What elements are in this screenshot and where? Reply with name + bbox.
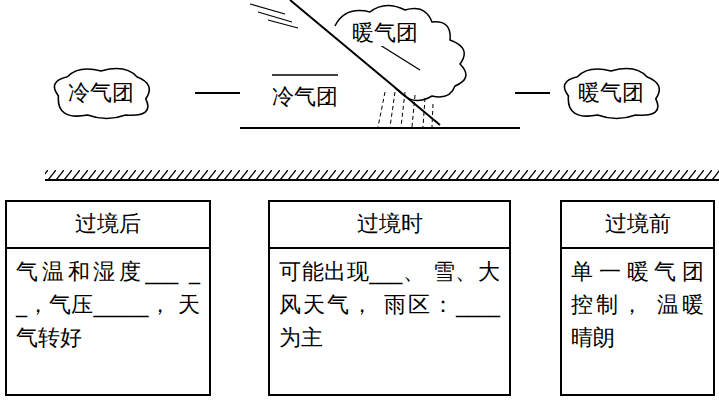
air-mass-name: 冷气团 xyxy=(45,64,157,106)
air-mass-name: 暖气团 xyxy=(555,64,667,106)
stage-box: 过境后气温和湿度___ __，气压_____， 天气转好 xyxy=(5,200,211,396)
stage-description: 可能出现___、 雪、大风天气， 雨区：____为主 xyxy=(270,249,509,360)
stage-heading: 过境前 xyxy=(562,202,713,249)
stage-description: 气温和湿度___ __，气压_____， 天气转好 xyxy=(7,249,209,360)
air-mass-label: 暖气团 xyxy=(350,20,420,46)
air-mass-cloud: 暖气团 xyxy=(555,64,667,122)
air-mass-label: 冷气团 xyxy=(270,84,340,110)
stage-box: 过境前单一暖气团 控制， 温暖晴朗 xyxy=(560,200,715,396)
stage-heading: 过境时 xyxy=(270,202,509,249)
stage-description: 单一暖气团 控制， 温暖晴朗 xyxy=(562,249,713,360)
stage-heading: 过境后 xyxy=(7,202,209,249)
stage-box: 过境时可能出现___、 雪、大风天气， 雨区：____为主 xyxy=(268,200,511,396)
air-mass-cloud: 冷气团 xyxy=(45,64,157,122)
